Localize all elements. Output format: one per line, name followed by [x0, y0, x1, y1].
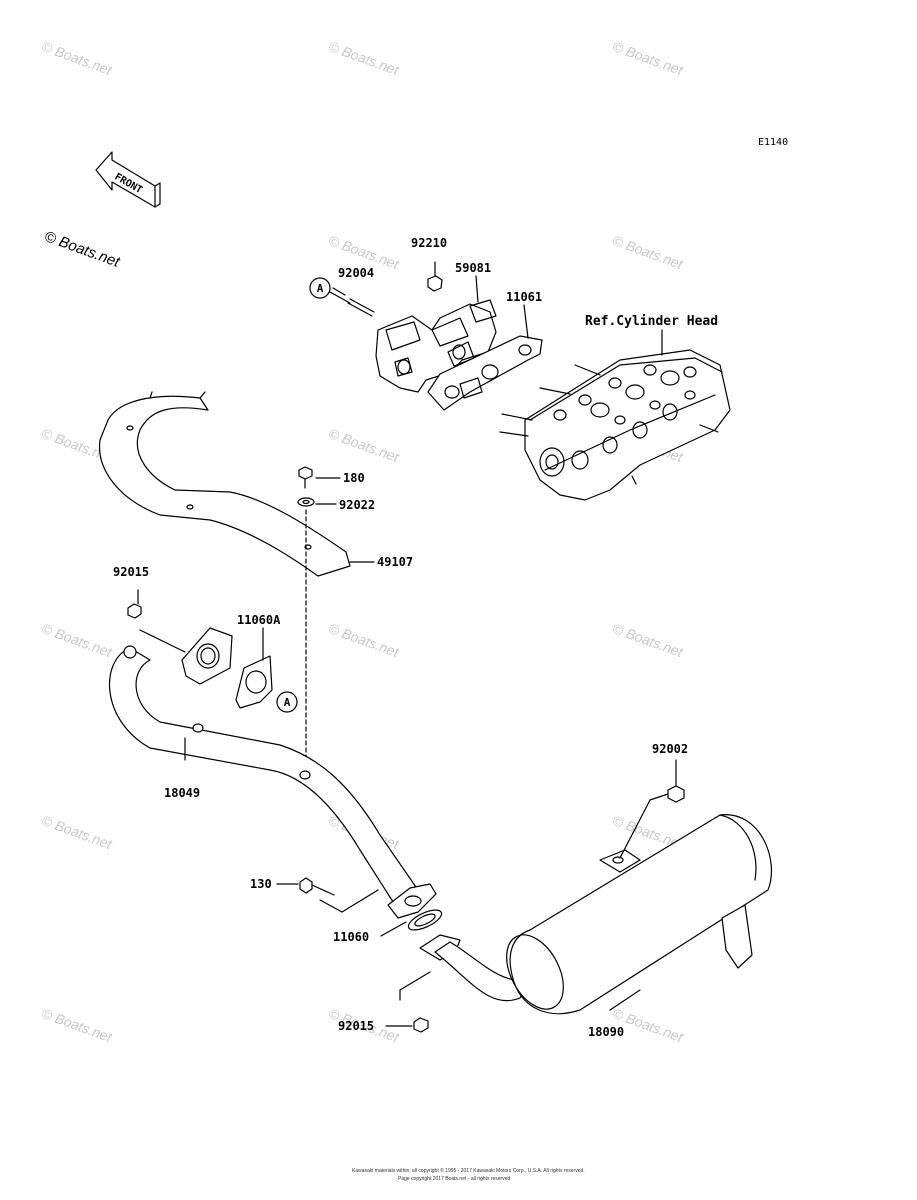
- part-label-92002: 92002: [652, 742, 689, 756]
- nut-icon: [427, 261, 443, 292]
- stud-icon: [329, 291, 375, 317]
- part-label-59081: 59081: [455, 261, 492, 275]
- part-label-11060A: 11060A: [237, 613, 281, 627]
- manifold-gasket: [427, 335, 543, 411]
- bolt-icon: [649, 769, 685, 803]
- bolt-icon: [298, 466, 313, 489]
- nut-icon: [413, 1017, 429, 1033]
- callout-a-icon: [276, 691, 298, 713]
- leader-lines: [139, 275, 677, 1027]
- callout-a-icon: [309, 277, 331, 299]
- part-label-180: 180: [343, 471, 365, 485]
- part-label-92015: 92015: [113, 565, 150, 579]
- callout-letter: A: [317, 282, 324, 295]
- pipe-flange: [181, 627, 233, 685]
- washer-icon: [297, 497, 315, 507]
- exhaust-manifold: [375, 299, 497, 393]
- heat-shield: [98, 391, 351, 577]
- exhaust-pipe: [108, 645, 437, 919]
- front-arrow-icon: [95, 151, 161, 208]
- nut-icon: [127, 589, 142, 619]
- part-label-130: 130: [250, 877, 272, 891]
- bolt-icon: [299, 877, 335, 896]
- muffler-gasket: [407, 909, 443, 931]
- part-label-92210: 92210: [411, 236, 448, 250]
- ref-cylinder-head-label: Ref.Cylinder Head: [585, 314, 719, 329]
- muffler: [419, 814, 772, 1015]
- diagram-code: E1140: [758, 137, 789, 148]
- copyright-line: Page copyright 2017 Boats.net - all righ…: [398, 1176, 511, 1182]
- flange-gasket: [235, 655, 273, 709]
- part-label-49107: 49107: [377, 555, 414, 569]
- callout-letter: A: [284, 696, 291, 709]
- part-label-92015: 92015: [338, 1019, 375, 1033]
- part-label-92022: 92022: [339, 498, 376, 512]
- part-label-18049: 18049: [164, 786, 201, 800]
- part-label-11061: 11061: [506, 290, 543, 304]
- part-label-11060: 11060: [333, 930, 370, 944]
- copyright-line: Kawasaki materials within, all copyright…: [352, 1168, 585, 1174]
- part-label-18090: 18090: [588, 1025, 625, 1039]
- part-label-92004: 92004: [338, 266, 375, 280]
- cylinder-head: [499, 349, 731, 501]
